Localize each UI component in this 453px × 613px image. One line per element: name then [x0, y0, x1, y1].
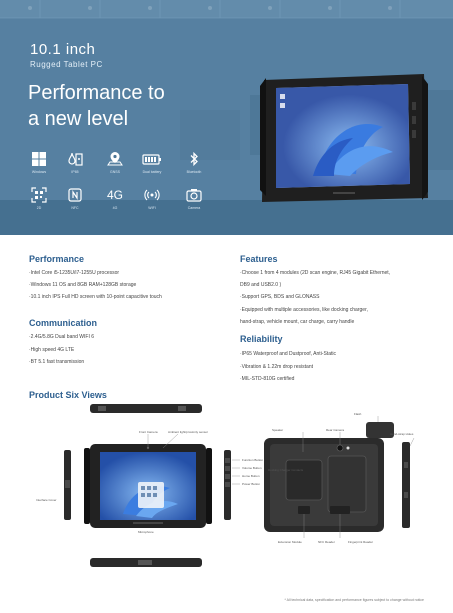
callout-ambient-light: Ambient light/proximity sensor	[168, 430, 209, 434]
callout-docking: Docking Charger Contacts	[268, 468, 304, 472]
callout-speaker: Speaker	[272, 428, 284, 432]
reliability-title: Reliability	[240, 334, 283, 344]
features-item: ·Choose 1 from 4 modules (2D scan engine…	[240, 270, 391, 276]
features-title: Features	[240, 254, 278, 264]
product-size: 10.1 inch	[30, 41, 96, 58]
feature-ip65: IP65	[58, 150, 92, 174]
callout-microphone: Microphone	[138, 530, 154, 534]
lte-icon: 4G	[106, 188, 123, 202]
performance-item: ·Intel Core i5-1235U/i7-1255U processor	[29, 270, 120, 276]
callout-home-button: Home Button	[242, 474, 260, 478]
battery-icon	[142, 154, 161, 165]
feature-label: 4G	[112, 206, 118, 210]
feature-label: GNSS	[110, 170, 120, 174]
headline-line-2: a new level	[28, 108, 129, 130]
scan-icon	[31, 187, 47, 203]
feature-label: IP65	[71, 170, 79, 174]
six-views-diagram: Front Camera Ambient light/proximity sen…	[28, 402, 428, 582]
bluetooth-icon	[190, 151, 198, 167]
gnss-icon	[107, 152, 123, 166]
views-title: Product Six Views	[29, 390, 107, 400]
feature-label: NFC	[71, 206, 79, 210]
communication-item: ·High speed 4G LTE	[29, 347, 75, 353]
feature-bluetooth: Bluetooth	[177, 150, 211, 174]
feature-nfc: NFC	[58, 186, 92, 210]
ip-rating-icon	[68, 152, 83, 166]
camera-icon	[186, 189, 202, 202]
callout-extension-module: Extension Module	[278, 540, 302, 544]
features-item: ·Equipped with multiple accessories, lik…	[240, 307, 368, 313]
disclaimer-note: * All technical data, specification and …	[284, 598, 425, 602]
callout-front-camera: Front Camera	[139, 430, 158, 434]
feature-wifi: WIFI	[135, 186, 169, 210]
callout-hand-strap: Hand-strap Holes	[390, 432, 414, 436]
callout-rear-camera: Rear Camera	[326, 428, 345, 432]
features-item: hand-strap, vehicle mount, car charge, c…	[240, 319, 355, 325]
callout-interface-cover: Interface Cover	[36, 498, 57, 502]
feature-label: 2D	[36, 206, 42, 210]
callout-function-button: Function Button	[242, 458, 264, 462]
headline-line-1: Performance to	[28, 82, 165, 104]
feature-4g: 4G 4G	[98, 186, 132, 210]
communication-title: Communication	[29, 318, 98, 328]
nfc-icon	[68, 188, 82, 202]
performance-item: ·10.1 inch IPS Full HD screen with 10-po…	[29, 294, 162, 300]
features-item: DB9 and USB2.0 )	[240, 282, 282, 288]
performance-item: ·Windows 11 OS and 8GB RAM+128GB storage	[29, 282, 137, 288]
feature-windows: Windows	[22, 150, 56, 174]
feature-2d: 2D	[22, 186, 56, 210]
windows-icon	[32, 152, 46, 166]
callout-volume-button: Volume Button	[242, 466, 262, 470]
six-views-drawing	[64, 404, 415, 567]
feature-camera: Camera	[177, 186, 211, 210]
callout-fingerprint: Fingerprint Reader	[348, 540, 374, 544]
features-item: ·Support GPS, BDS and GLONASS	[240, 294, 320, 300]
reliability-item: ·Vibration & 1.22m drop resistant	[240, 364, 314, 370]
feature-label: WIFI	[148, 206, 156, 210]
communication-item: ·2.4G/5.8G Dual band WIFI 6	[29, 334, 95, 340]
hero-banner: 10.1 inch Rugged Tablet PC Performance t…	[0, 0, 453, 235]
communication-item: ·BT 5.1 fast transmission	[29, 359, 85, 365]
feature-label: Bluetooth	[186, 170, 202, 174]
wifi-icon	[144, 189, 160, 201]
feature-gnss: GNSS	[98, 150, 132, 174]
feature-label: Windows	[31, 170, 47, 174]
headline: Performance to a new level	[28, 80, 238, 132]
performance-title: Performance	[29, 254, 85, 264]
product-type: Rugged Tablet PC	[30, 60, 103, 69]
feature-label: Dual battery	[142, 170, 162, 174]
feature-dual-battery: Dual battery	[135, 150, 169, 174]
reliability-item: ·IP65 Waterproof and Dustproof, Anti-Sta…	[240, 351, 336, 357]
callout-flash: Flash	[354, 412, 362, 416]
hero-tablet-image	[260, 74, 428, 202]
callout-nfc-reader: NFC Reader	[318, 540, 335, 544]
callout-power-button: Power Button	[242, 482, 261, 486]
reliability-item: ·MIL-STD-810G certified	[240, 376, 295, 382]
feature-label: Camera	[187, 206, 201, 210]
